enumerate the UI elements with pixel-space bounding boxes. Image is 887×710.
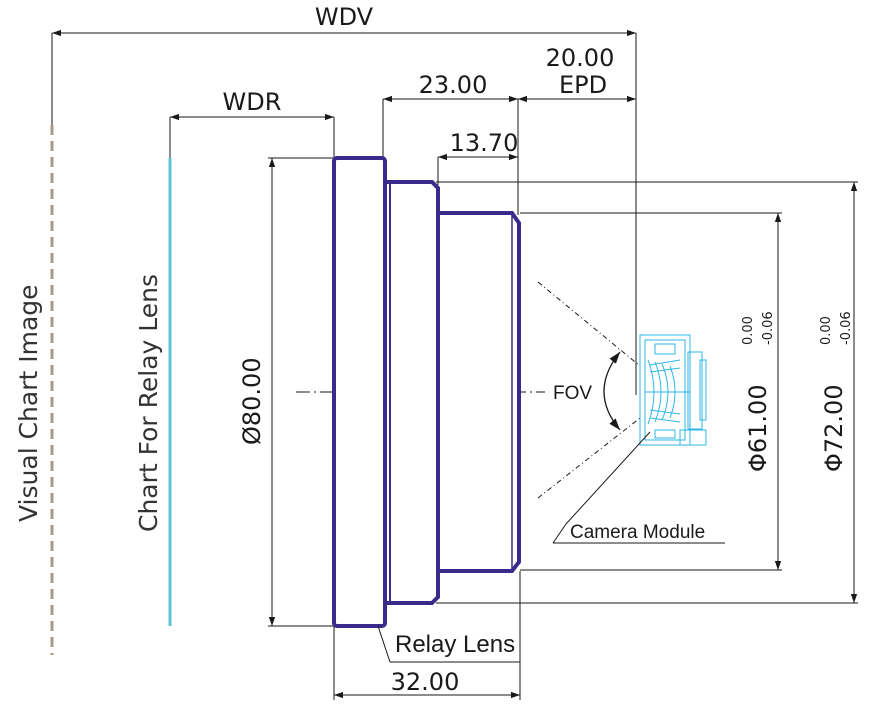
relay-lens-body bbox=[332, 156, 521, 628]
camera-module-callout: Camera Module bbox=[552, 431, 725, 544]
dim-32-label: 32.00 bbox=[391, 668, 460, 696]
dia-80-label: Ø80.00 bbox=[238, 357, 266, 445]
dim-1370-label: 13.70 bbox=[450, 129, 519, 157]
camera-module bbox=[639, 334, 707, 446]
fov-label: FOV bbox=[553, 383, 592, 404]
relay-lens-label: Relay Lens bbox=[395, 631, 515, 658]
dia-61-dimension: Φ61.00 0.00 -0.06 bbox=[520, 212, 782, 571]
dim-20-label: 20.00 bbox=[546, 44, 615, 72]
dim-32: 32.00 bbox=[333, 571, 521, 700]
dia-72-dimension: Φ72.00 0.00 -0.06 bbox=[436, 181, 858, 604]
dia-72-tol-upper: 0.00 bbox=[819, 316, 834, 345]
wdr-dimension: WDR bbox=[169, 88, 335, 160]
dia-72-tol-lower: -0.06 bbox=[839, 311, 854, 345]
visual-chart-label: Visual Chart Image bbox=[14, 284, 43, 522]
dim-13-70: 13.70 bbox=[437, 129, 519, 185]
wdv-label: WDV bbox=[315, 3, 374, 31]
fov-rays: FOV bbox=[537, 281, 641, 499]
wdv-dimension: WDV bbox=[51, 3, 637, 395]
dia-72-label: Φ72.00 bbox=[820, 384, 848, 472]
dia-61-tol-upper: 0.00 bbox=[741, 316, 756, 345]
relay-lens-callout: Relay Lens bbox=[377, 625, 520, 663]
wdr-label: WDR bbox=[223, 88, 282, 116]
relay-chart-label: Chart For Relay Lens bbox=[134, 274, 163, 532]
camera-module-label: Camera Module bbox=[570, 522, 705, 543]
epd-label: EPD bbox=[559, 71, 607, 99]
dim-23-label: 23.00 bbox=[419, 71, 488, 99]
dia-80-dimension: Ø80.00 bbox=[238, 157, 334, 627]
dia-61-tol-lower: -0.06 bbox=[761, 311, 776, 345]
dia-61-label: Φ61.00 bbox=[744, 384, 772, 472]
dim-epd: 20.00 EPD bbox=[518, 44, 636, 103]
